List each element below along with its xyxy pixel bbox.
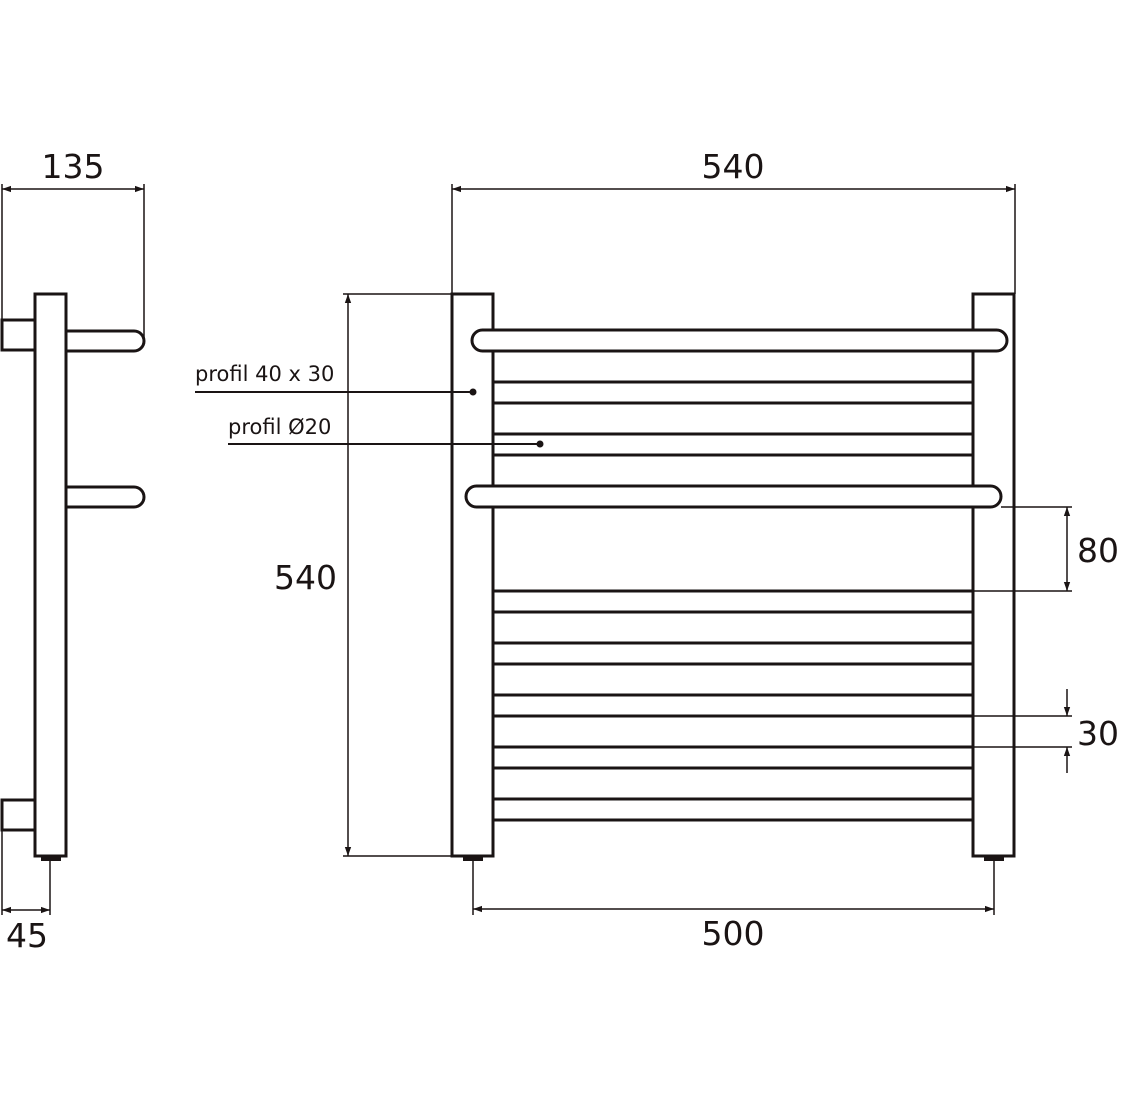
dim-overall-width: 540	[702, 147, 765, 186]
front-view: 540 540 500 80 30 profil 40 x 30 profil …	[195, 147, 1119, 953]
callout-tube-profile: profil Ø20	[228, 415, 544, 448]
flat-bar	[491, 432, 975, 457]
side-upright	[33, 292, 68, 858]
side-view: 135 45	[0, 147, 146, 955]
side-wall-bracket-bottom	[0, 798, 37, 832]
dim-gap-30: 30	[1077, 714, 1119, 753]
left-upright	[450, 292, 495, 858]
left-foot	[463, 856, 483, 861]
dim-pipe-spacing: 500	[702, 914, 765, 953]
side-shelf-rail-top	[64, 329, 146, 353]
right-upright	[971, 292, 1016, 858]
label-profile-frame: profil 40 x 30	[195, 362, 334, 386]
leader-dot-frame	[469, 388, 477, 396]
side-shelf-rail-middle	[64, 485, 146, 509]
dim-side-depth: 135	[42, 147, 105, 186]
flat-bar	[491, 589, 975, 614]
dim-gap-80: 80	[1077, 531, 1119, 570]
right-foot	[984, 856, 1004, 861]
flat-bar	[491, 745, 975, 770]
side-wall-bracket-top	[0, 318, 37, 352]
shelf-rail-middle	[464, 484, 1003, 509]
flat-bar	[491, 641, 975, 666]
side-foot	[41, 856, 61, 861]
callout-frame-profile: profil 40 x 30	[195, 362, 477, 396]
flat-bar	[491, 380, 975, 405]
flat-bar	[491, 797, 975, 822]
dim-overall-height: 540	[274, 558, 337, 597]
leader-dot-tube	[536, 440, 544, 448]
flat-bar	[491, 693, 975, 718]
label-profile-tube: profil Ø20	[228, 415, 331, 439]
shelf-rail-top	[470, 328, 1009, 353]
flat-bars	[491, 380, 975, 822]
dim-wall-offset: 45	[6, 916, 48, 955]
